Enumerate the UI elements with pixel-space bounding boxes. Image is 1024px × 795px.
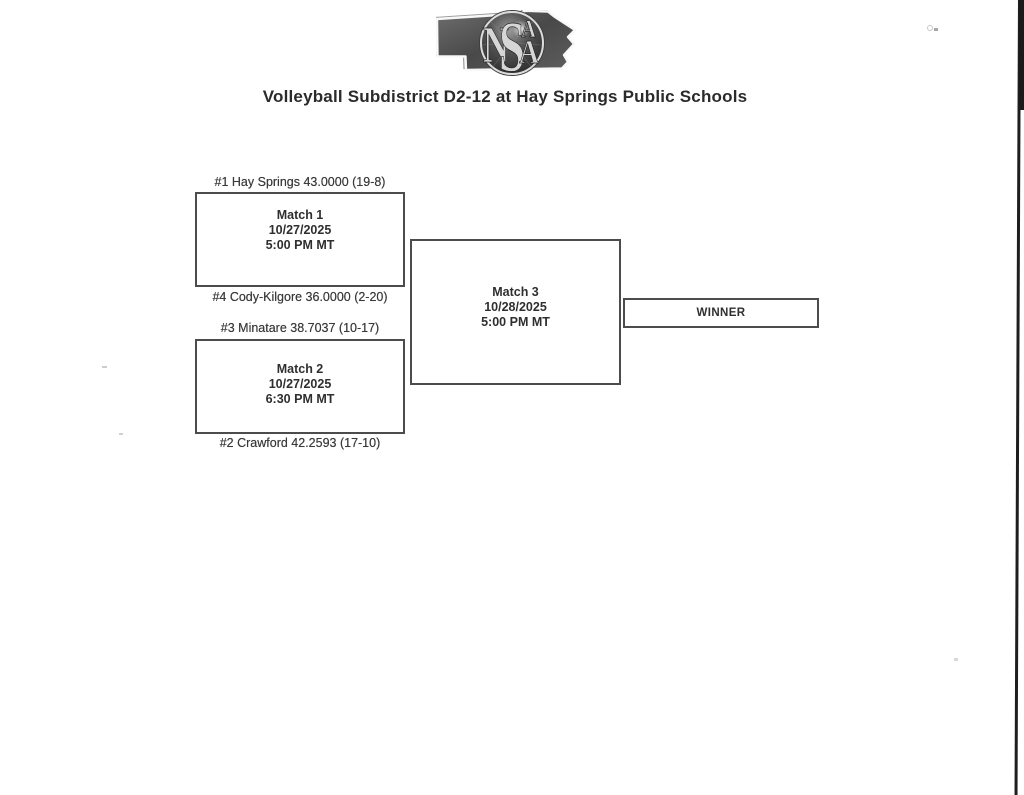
logo-letter-n: N	[483, 17, 509, 74]
scan-speck	[102, 366, 107, 368]
logo-letter-a-small: A	[521, 16, 536, 43]
match-1-name: Match 1	[276, 208, 324, 222]
logo-letter-s: S	[499, 10, 525, 76]
seed-label-crawford: #2 Crawford 42.2593 (17-10)	[219, 436, 381, 450]
logo-circle-ring-outer	[479, 10, 545, 76]
seed-label-hay-springs: #1 Hay Springs 43.0000 (19-8)	[214, 175, 386, 189]
match-2-time: 6:30 PM MT	[265, 391, 335, 406]
logo-letters: N S A A	[483, 10, 540, 76]
scan-speck	[934, 28, 938, 31]
nsaa-logo: N S A A	[436, 10, 577, 76]
match-3-date: 10/28/2025	[484, 299, 547, 314]
match-1-time: 5:00 PM MT	[265, 238, 335, 252]
scan-edge-corner	[1019, 0, 1024, 110]
scan-speck	[927, 25, 933, 31]
logo-letter-a-large: A	[519, 34, 539, 71]
page-title: Volleyball Subdistrict D2-12 at Hay Spri…	[262, 87, 748, 106]
match-3-name: Match 3	[492, 284, 539, 299]
match-2-name: Match 2	[276, 361, 324, 376]
match-1-box: Match 1 10/27/2025 5:00 PM MT	[195, 192, 405, 287]
logo-starburst	[481, 18, 543, 70]
match-2-box: Match 2 10/27/2025 6:30 PM MT	[195, 339, 405, 434]
scan-speck	[954, 658, 958, 661]
match-2-date: 10/27/2025	[268, 376, 332, 391]
winner-label: WINNER	[696, 307, 746, 319]
logo-flare	[512, 20, 530, 38]
match-3-time: 5:00 PM MT	[481, 314, 550, 329]
scan-edge-line	[1014, 0, 1021, 795]
scan-speck	[119, 433, 123, 435]
match-3-box: Match 3 10/28/2025 5:00 PM MT	[410, 239, 621, 385]
match-1-date: 10/27/2025	[268, 223, 332, 237]
winner-box: WINNER	[623, 298, 819, 328]
seed-label-minatare: #3 Minatare 38.7037 (10-17)	[220, 321, 380, 335]
seed-label-cody-kilgore: #4 Cody-Kilgore 36.0000 (2-20)	[212, 290, 388, 304]
